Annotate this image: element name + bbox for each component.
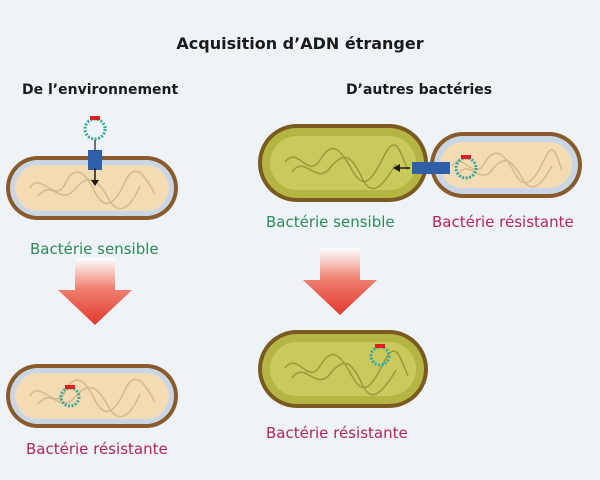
left-heading: De l’environnement [22,82,179,98]
diagram-title: Acquisition d’ADN étranger [176,34,424,53]
right-heading: D’autres bactéries [346,82,493,98]
left-top-pore [88,150,102,186]
right-resistant-label: Bactérie résistante [432,213,574,231]
left-down-arrow [58,258,132,325]
chromosome-squiggle [29,170,156,210]
right-bottom-bacterium [258,330,428,408]
right-sensitive-label: Bactérie sensible [266,213,395,231]
left-sensitive-label: Bactérie sensible [30,240,159,258]
right-donor-bacterium [430,132,582,198]
left-bottom-bacterium [6,364,178,428]
left-resistant-label: Bactérie résistante [26,440,168,458]
left-top-bacterium [6,156,178,220]
right-recipient-bacterium [258,124,428,202]
right-down-arrow [303,248,377,315]
right-bottom-resistant-label: Bactérie résistante [266,424,408,442]
resistance-gene [65,385,75,389]
conjugation-pilus [393,162,450,174]
environment-plasmid [83,116,107,150]
